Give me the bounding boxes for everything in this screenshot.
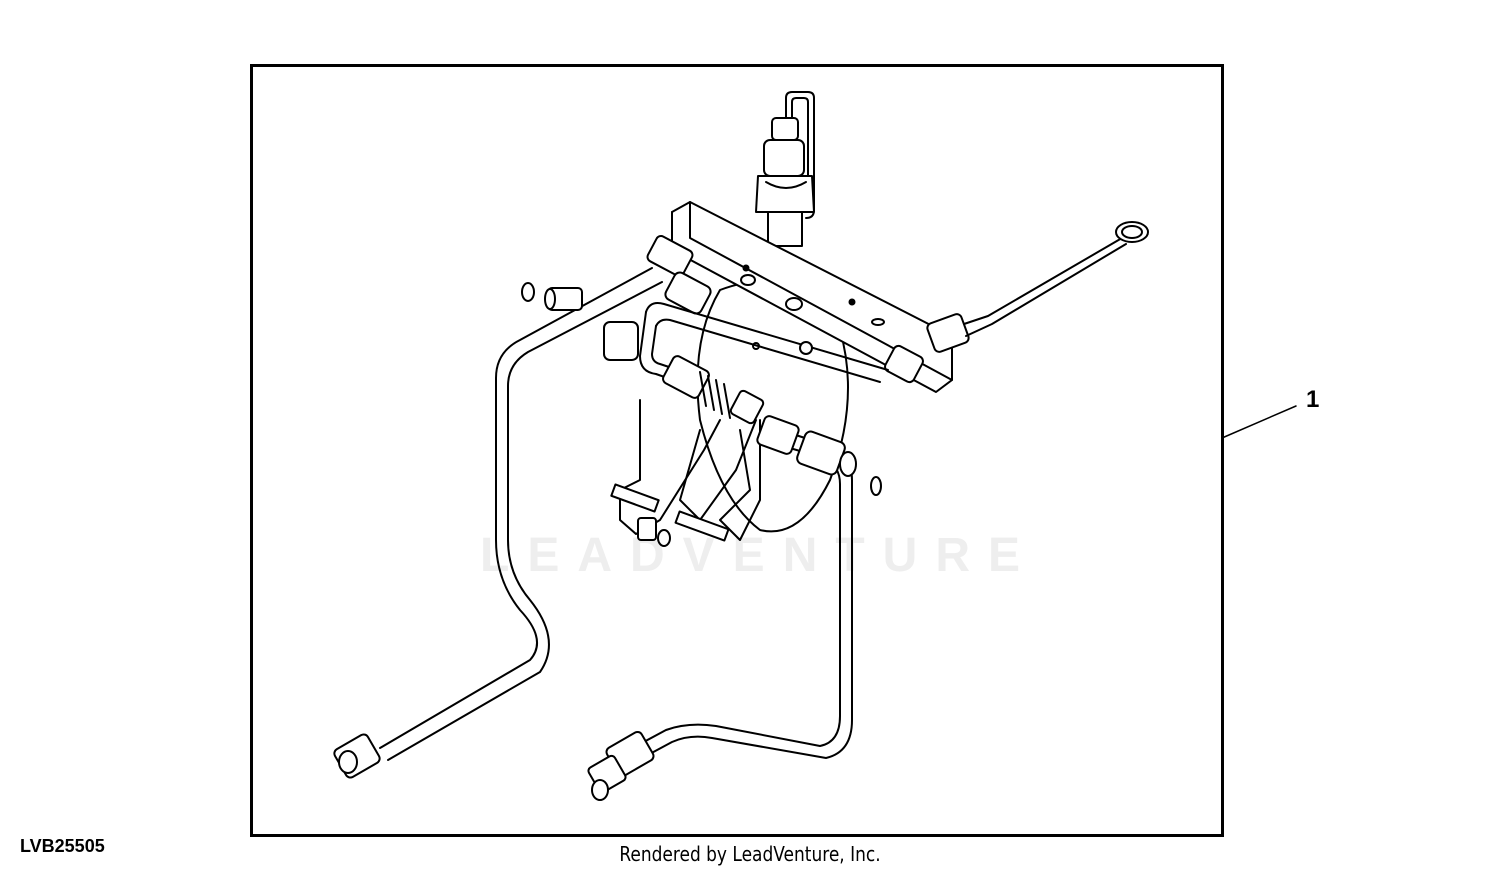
fuel-line-front <box>645 302 889 371</box>
cable-ring <box>1115 221 1149 243</box>
figure-id: LVB25505 <box>20 836 105 856</box>
render-credit: Rendered by LeadVenture, Inc. <box>619 842 881 866</box>
o-ring-left <box>521 282 535 302</box>
bleed-valve <box>771 117 799 141</box>
fuel-line-left <box>379 267 653 749</box>
spring-fitting <box>662 355 710 399</box>
watermark-text: LEADVENTURE <box>480 529 1039 582</box>
o-ring-right <box>870 476 882 496</box>
bleed-line <box>785 91 815 219</box>
rail-fitting-left <box>646 235 694 277</box>
mount-bracket <box>619 399 721 535</box>
callout-leader-line <box>1221 405 1297 439</box>
callout-label: 1 <box>1306 386 1320 413</box>
diagram-frame <box>250 64 1224 837</box>
shutoff-cable <box>963 237 1123 325</box>
